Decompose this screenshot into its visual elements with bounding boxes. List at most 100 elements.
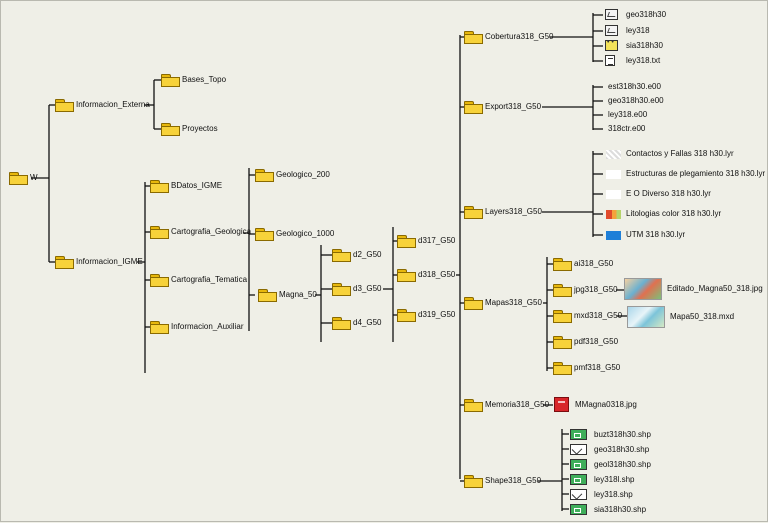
map-thumbnail-icon	[624, 278, 662, 300]
file-node-cobertura-ley[interactable]: ley318	[605, 25, 650, 36]
folder-node-magna-50[interactable]: Magna_50	[258, 289, 317, 302]
file-node-layer-eo-diverso[interactable]: E O Diverso 318 h30.lyr	[606, 189, 711, 199]
folder-node-cobertura318[interactable]: Cobertura318_G50	[464, 31, 554, 44]
folder-icon	[9, 172, 28, 185]
folder-node-pdf318[interactable]: pdf318_G50	[553, 336, 619, 349]
folder-label: Cartografia_Geologica	[171, 227, 252, 236]
folder-node-proyectos[interactable]: Proyectos	[161, 123, 218, 136]
file-label: 318ctr.e00	[608, 124, 646, 133]
file-node-cobertura-txt[interactable]: ley318.txt	[605, 55, 660, 66]
file-label: Contactos y Fallas 318 h30.lyr	[626, 149, 734, 158]
folder-icon	[55, 256, 74, 269]
folder-label: Export318_G50	[485, 102, 542, 111]
folder-node-jpg318[interactable]: jpg318_G50	[553, 284, 618, 297]
folder-icon	[553, 362, 572, 375]
folder-node-d2-g50[interactable]: d2_G50	[332, 249, 381, 262]
file-node-jpg-map[interactable]: Editado_Magna50_318.jpg	[624, 278, 763, 300]
folder-node-root[interactable]: W	[9, 172, 38, 185]
file-node-shape-sia[interactable]: sia318h30.shp	[570, 504, 646, 515]
file-label: sia318h30	[626, 40, 663, 50]
file-node-shape-geo[interactable]: geo318h30.shp	[570, 444, 649, 455]
folder-label: d3_G50	[353, 284, 382, 293]
file-label: ley318.txt	[626, 55, 661, 65]
file-node-shape-geol[interactable]: geol318h30.shp	[570, 459, 651, 470]
folder-node-layers318[interactable]: Layers318_G50	[464, 206, 542, 219]
folder-node-d319-g50[interactable]: d319_G50	[397, 309, 455, 322]
folder-icon	[332, 283, 351, 296]
folder-node-d4-g50[interactable]: d4_G50	[332, 317, 381, 330]
folder-label: Geologico_200	[276, 170, 330, 179]
map-thumbnail-icon	[627, 306, 665, 328]
shapefile-icon	[570, 489, 587, 500]
folder-icon	[150, 180, 169, 193]
folder-icon	[150, 274, 169, 287]
folder-icon	[464, 399, 483, 412]
file-node-cobertura-sia[interactable]: sia318h30	[605, 39, 663, 51]
folder-node-shape318[interactable]: Shape318_G50	[464, 475, 542, 488]
folder-label: BDatos_IGME	[171, 181, 223, 190]
folder-node-cartografia-geologica[interactable]: Cartografia_Geologica	[150, 226, 252, 239]
folder-node-cartografia-tematica[interactable]: Cartografia_Tematica	[150, 274, 248, 287]
folder-label: Mapas318_G50	[485, 298, 542, 307]
text-file-icon	[605, 55, 615, 66]
folder-node-geologico-1000[interactable]: Geologico_1000	[255, 228, 335, 241]
file-node-memoria[interactable]: MMagna0318.jpg	[554, 397, 637, 412]
file-label: est318h30.e00	[608, 82, 661, 91]
point-coverage-icon	[605, 39, 618, 51]
folder-label: W	[30, 173, 38, 182]
shapefile-icon	[570, 444, 587, 455]
red-book-icon	[554, 397, 569, 412]
folder-icon	[397, 269, 416, 282]
folder-node-pmf318[interactable]: pmf318_G50	[553, 362, 621, 375]
shapefile-icon	[570, 459, 587, 470]
file-node-cobertura-geo[interactable]: geo318h30	[605, 9, 666, 20]
folder-node-mapas318[interactable]: Mapas318_G50	[464, 297, 542, 310]
folder-icon	[553, 284, 572, 297]
file-node-layer-utm[interactable]: UTM 318 h30.lyr	[606, 230, 685, 240]
folder-node-informacion-igme[interactable]: Informacion_IGME	[55, 256, 143, 269]
layer-symbol-icon	[606, 189, 621, 199]
folder-node-bdatos-igme[interactable]: BDatos_IGME	[150, 180, 223, 193]
folder-node-informacion-externa[interactable]: Informacion_Externa	[55, 99, 150, 112]
folder-node-bases-topo[interactable]: Bases_Topo	[161, 74, 227, 87]
file-node-export-ley[interactable]: ley318.e00	[605, 110, 647, 120]
folder-icon	[397, 235, 416, 248]
folder-node-mxd318[interactable]: mxd318_G50	[553, 310, 622, 323]
file-node-layer-contactos[interactable]: Contactos y Fallas 318 h30.lyr	[606, 149, 734, 159]
folder-label: Cobertura318_G50	[485, 32, 554, 41]
file-node-shape-leyl[interactable]: ley318l.shp	[570, 474, 634, 485]
file-node-shape-ley[interactable]: ley318.shp	[570, 489, 633, 500]
file-node-layer-litologias[interactable]: Litologias color 318 h30.lyr	[606, 209, 721, 219]
folder-node-geologico-200[interactable]: Geologico_200	[255, 169, 330, 182]
file-node-layer-estructuras[interactable]: Estructuras de plegamiento 318 h30.lyr	[606, 169, 765, 179]
folder-label: pdf318_G50	[574, 337, 619, 346]
file-node-mxd-map[interactable]: Mapa50_318.mxd	[627, 306, 734, 328]
folder-label: Shape318_G50	[485, 476, 542, 485]
folder-label: jpg318_G50	[574, 285, 618, 294]
folder-label: Cartografia_Tematica	[171, 275, 248, 284]
folder-label: Magna_50	[279, 290, 317, 299]
file-node-export-est[interactable]: est318h30.e00	[605, 82, 661, 92]
file-node-shape-buzt[interactable]: buzt318h30.shp	[570, 429, 651, 440]
folder-icon	[55, 99, 74, 112]
folder-node-d3-g50[interactable]: d3_G50	[332, 283, 382, 296]
folder-label: pmf318_G50	[574, 363, 621, 372]
folder-node-export318[interactable]: Export318_G50	[464, 101, 542, 114]
folder-icon	[255, 169, 274, 182]
folder-label: Informacion_Auxiliar	[171, 322, 244, 331]
folder-label: Bases_Topo	[182, 75, 227, 84]
folder-node-d318-g50[interactable]: d318_G50	[397, 269, 455, 282]
folder-icon	[332, 317, 351, 330]
folder-icon	[553, 258, 572, 271]
folder-node-memoria318[interactable]: Memoria318_G50	[464, 399, 549, 412]
folder-node-informacion-auxiliar[interactable]: Informacion_Auxiliar	[150, 321, 244, 334]
file-node-export-ctr[interactable]: 318ctr.e00	[605, 124, 645, 134]
file-label: ley318.shp	[594, 489, 633, 499]
file-label: ley318.e00	[608, 110, 648, 119]
folder-label: Geologico_1000	[276, 229, 335, 238]
file-node-export-geo[interactable]: geo318h30.e00	[605, 96, 664, 106]
folder-node-d317-g50[interactable]: d317_G50	[397, 235, 455, 248]
folder-node-ai318[interactable]: ai318_G50	[553, 258, 613, 271]
